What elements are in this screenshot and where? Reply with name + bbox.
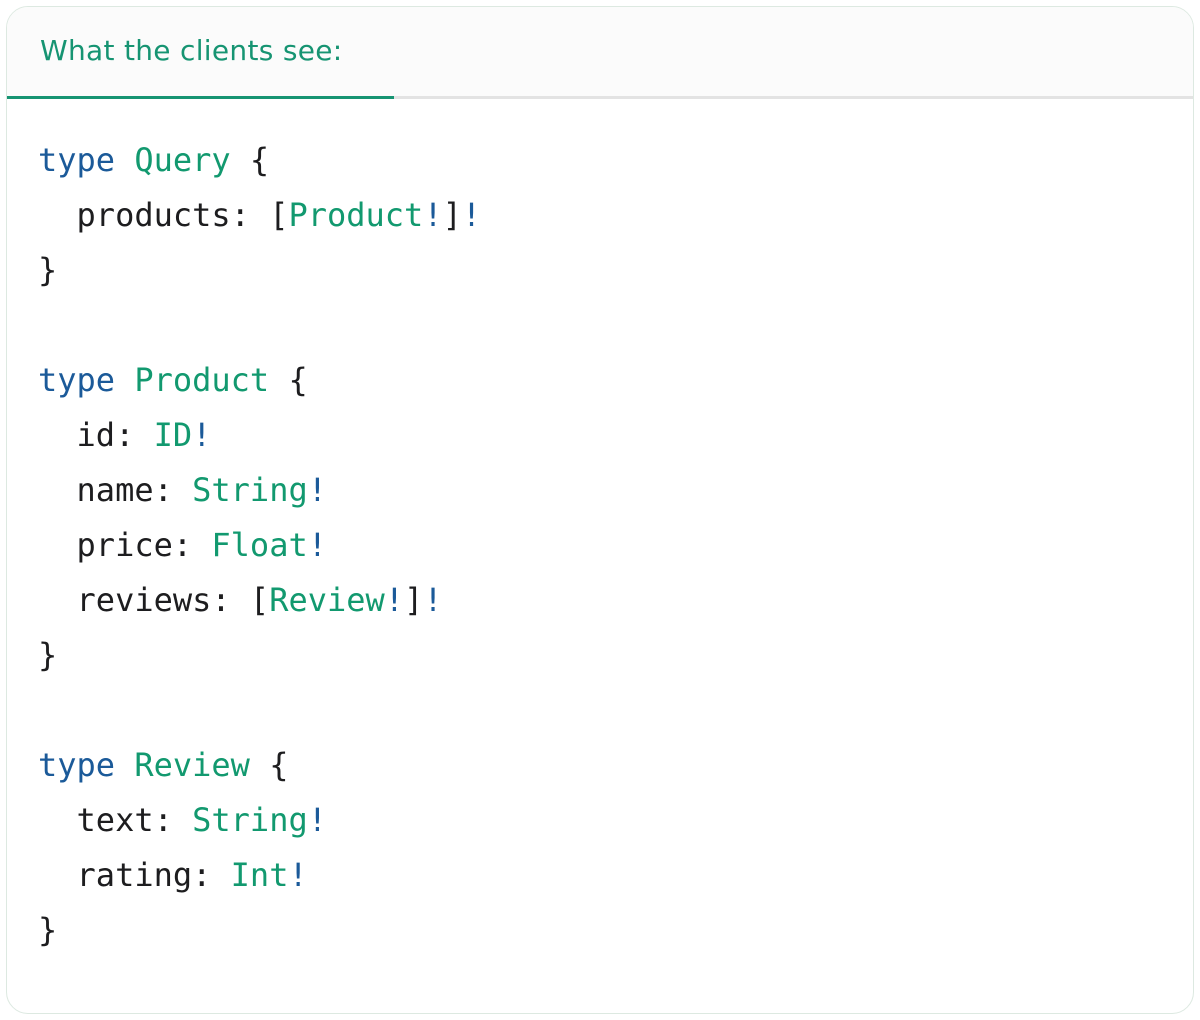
code-token-typename: Int	[230, 856, 289, 894]
code-line: rating: Int!	[38, 848, 1165, 903]
code-token-plain	[115, 746, 134, 784]
code-token-typename: String	[192, 471, 308, 509]
code-token-keyword: type	[38, 746, 116, 784]
code-token-plain: products: [	[38, 196, 289, 234]
code-block: type Query { products: [Product!]!} type…	[38, 133, 1165, 958]
code-line: text: String!	[38, 793, 1165, 848]
code-line	[38, 298, 1165, 353]
code-token-plain: }	[38, 911, 58, 949]
tab-what-the-clients-see[interactable]: What the clients see:	[7, 7, 394, 99]
code-token-typename: Review	[134, 746, 250, 784]
code-token-typename: Product	[288, 196, 424, 234]
code-token-plain: }	[38, 636, 58, 674]
code-token-typename: ID	[153, 416, 193, 454]
code-token-plain: id:	[38, 416, 154, 454]
code-token-keyword: type	[38, 141, 116, 179]
code-token-plain: price:	[38, 526, 212, 564]
code-line: }	[38, 628, 1165, 683]
code-token-plain: ]	[442, 196, 462, 234]
code-token-plain: ]	[404, 581, 424, 619]
code-line: type Product {	[38, 353, 1165, 408]
code-token-plain: name:	[38, 471, 193, 509]
code-line: type Review {	[38, 738, 1165, 793]
code-token-plain: }	[38, 251, 58, 289]
code-token-nonnull: !	[384, 581, 405, 619]
code-line: }	[38, 903, 1165, 958]
code-token-nonnull: !	[423, 581, 443, 619]
code-token-plain: {	[269, 361, 308, 399]
code-token-typename: Float	[211, 526, 308, 564]
code-token-nonnull: !	[423, 196, 443, 234]
code-token-nonnull: !	[307, 801, 327, 839]
code-token-nonnull: !	[192, 416, 212, 454]
code-token-typename: Query	[134, 141, 231, 179]
code-token-nonnull: !	[307, 471, 327, 509]
code-token-plain: rating:	[38, 856, 231, 894]
tab-label: What the clients see:	[40, 34, 343, 67]
code-token-nonnull: !	[288, 856, 308, 894]
code-token-plain	[115, 361, 134, 399]
code-line	[38, 683, 1165, 738]
schema-card: What the clients see: type Query { produ…	[6, 6, 1194, 1014]
code-token-nonnull: !	[307, 526, 327, 564]
code-token-nonnull: !	[461, 196, 482, 234]
code-line: price: Float!	[38, 518, 1165, 573]
code-line: products: [Product!]!	[38, 188, 1165, 243]
tab-divider-line	[7, 96, 1193, 99]
code-token-typename: String	[192, 801, 308, 839]
code-token-plain: {	[249, 746, 289, 784]
code-line: name: String!	[38, 463, 1165, 518]
code-line: reviews: [Review!]!	[38, 573, 1165, 628]
code-token-typename: Product	[134, 361, 270, 399]
code-line: type Query {	[38, 133, 1165, 188]
code-line: }	[38, 243, 1165, 298]
code-token-plain: reviews: [	[38, 581, 270, 619]
code-token-plain	[115, 141, 134, 179]
code-token-plain: text:	[38, 801, 193, 839]
tab-bar: What the clients see:	[7, 7, 1193, 99]
code-token-plain: {	[230, 141, 270, 179]
code-token-typename: Review	[269, 581, 385, 619]
code-panel: type Query { products: [Product!]!} type…	[7, 99, 1193, 986]
code-token-keyword: type	[38, 361, 116, 399]
code-line: id: ID!	[38, 408, 1165, 463]
